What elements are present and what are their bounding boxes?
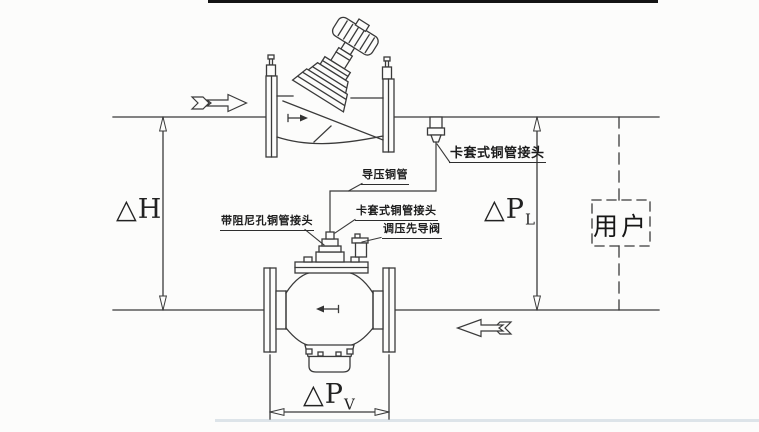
- balancing-valve: [265, 16, 395, 158]
- dim-delta-pl-text: △P: [484, 194, 525, 225]
- header-rule: [208, 0, 658, 3]
- label-pressure-tube: 导压铜管: [361, 169, 409, 185]
- flow-arrow-return-icon: [455, 318, 513, 338]
- flow-mark-left-icon: [316, 304, 340, 314]
- label-damping-joint: 带阻尼孔铜管接头: [220, 215, 314, 231]
- footer-rule: [215, 419, 759, 422]
- pilot-valve-icon: [351, 233, 369, 258]
- dim-line-delta-h: [158, 116, 168, 311]
- dim-line-delta-pv: [269, 354, 390, 420]
- label-ferrule-joint-top: 卡套式铜管接头: [449, 145, 546, 164]
- dim-delta-pv: △PV: [303, 379, 355, 413]
- dim-delta-h-text: △H: [116, 194, 163, 225]
- flow-mark-right-icon: [287, 113, 308, 123]
- dim-delta-pv-text: △P: [303, 379, 344, 410]
- dim-delta-h: △H: [116, 194, 162, 225]
- pressure-control-valve: [263, 231, 396, 373]
- impulse-tube: [329, 142, 437, 233]
- valve-handwheel-icon: [291, 16, 379, 113]
- label-ferrule-joint-mid: 卡套式铜管接头: [355, 205, 438, 221]
- dim-delta-pv-sub: V: [343, 395, 355, 414]
- leader-lines: [304, 143, 451, 246]
- ferrule-fitting-top-icon: [426, 116, 446, 143]
- damping-fitting-icon: [318, 231, 342, 253]
- flow-arrow-supply-icon: [190, 93, 248, 113]
- dim-line-delta-pl: [532, 116, 542, 311]
- label-pilot-valve: 调压先导阀: [382, 223, 442, 239]
- dim-delta-pl: △PL: [484, 194, 535, 228]
- dim-delta-pl-sub: L: [524, 210, 535, 229]
- user-box: [591, 199, 651, 247]
- user-branch: [591, 116, 651, 311]
- label-user: 用户: [592, 213, 649, 241]
